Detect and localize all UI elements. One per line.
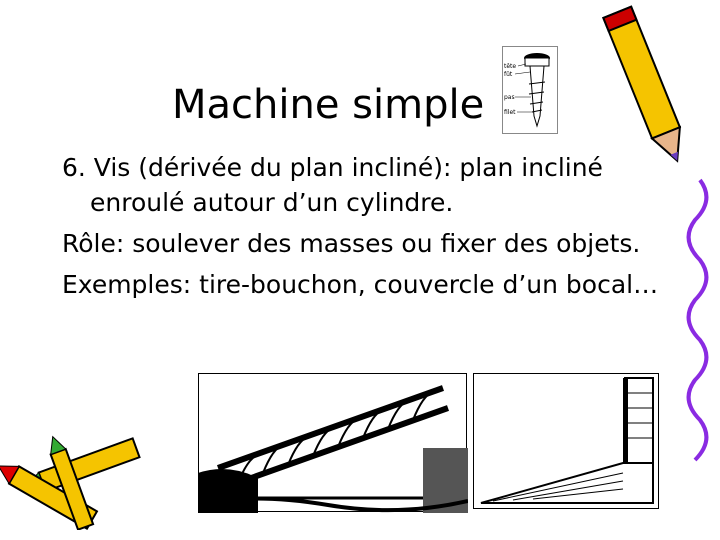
slide-title: Machine simple (172, 82, 485, 128)
archimedes-screw-image (198, 373, 468, 513)
screw-label-pitch: pas (504, 94, 515, 101)
bullet-1: 6. Vis (dérivée du plan incliné): plan i… (62, 153, 603, 217)
screw-label-head: tête (504, 63, 516, 70)
slide-body: 6. Vis (dérivée du plan incliné): plan i… (62, 150, 662, 308)
inclined-plane-image (473, 373, 659, 509)
bullet-2: Rôle: soulever des masses ou fixer des o… (62, 229, 641, 258)
crayons-clipart-left (0, 435, 141, 530)
bullet-3: Exemples: tire-bouchon, couvercle d’un b… (62, 270, 659, 299)
screw-label-thread: filet (504, 109, 516, 116)
screw-label-shank: fût (504, 71, 513, 78)
pencil-clipart-right (602, 5, 709, 462)
screw-diagram: tête fût pas filet (502, 46, 558, 134)
